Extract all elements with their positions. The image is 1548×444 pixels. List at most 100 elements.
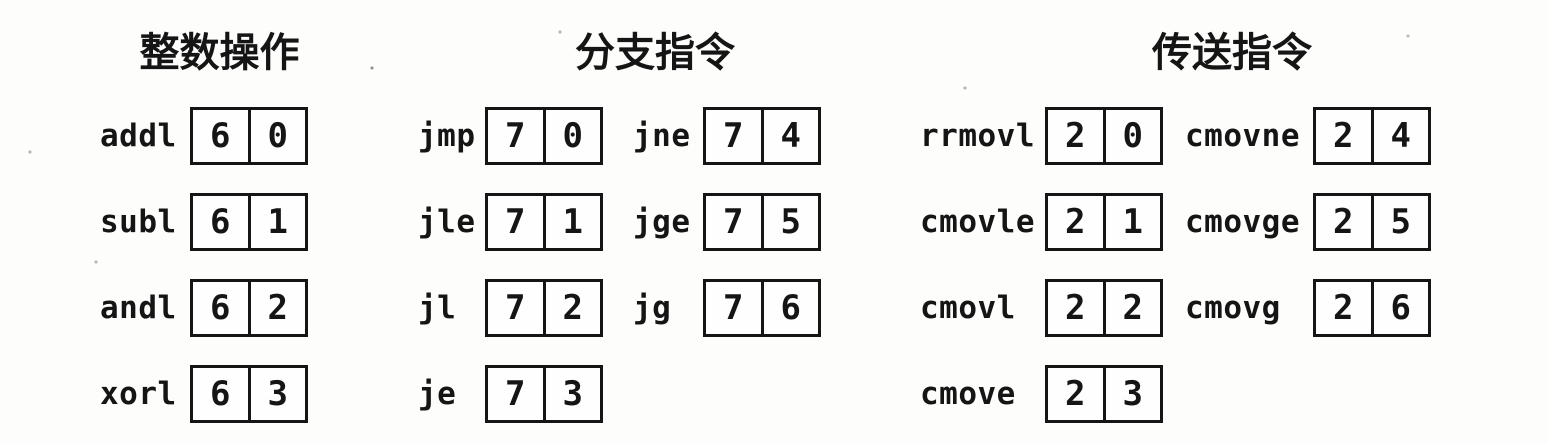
opcode-high-nibble: 7	[723, 116, 744, 156]
instruction-mnemonic: andl	[100, 290, 177, 326]
opcode-low-nibble: 0	[247, 110, 306, 162]
group-title-integer-operations: 整数操作	[139, 30, 300, 76]
instruction-mnemonic: cmovl	[920, 290, 1016, 326]
opcode-high-nibble: 6	[210, 288, 231, 328]
instruction-mnemonic: cmovg	[1185, 290, 1281, 326]
instruction-mnemonic: cmovge	[1185, 204, 1300, 240]
opcode-low-nibble: 3	[247, 368, 306, 420]
group-title-branch-instructions: 分支指令	[575, 30, 735, 76]
opcode-high-nibble: 2	[1065, 202, 1086, 242]
instruction-mnemonic: jg	[633, 290, 672, 326]
opcode-high-nibble: 2	[1065, 288, 1086, 328]
opcode-high-nibble: 6	[210, 202, 231, 242]
instruction-mnemonic: xorl	[100, 376, 177, 412]
opcode-low-nibble: 0	[1102, 110, 1161, 162]
opcode-low-nibble: 4	[1370, 110, 1429, 162]
instruction-mnemonic: cmovne	[1185, 118, 1300, 154]
opcode-high-nibble: 7	[723, 202, 744, 242]
instruction-mnemonic: cmovle	[920, 204, 1035, 240]
opcode-low-nibble: 2	[542, 282, 601, 334]
opcode-high-nibble: 2	[1333, 116, 1354, 156]
opcode-high-nibble: 7	[723, 288, 744, 328]
opcode-low-nibble: 3	[542, 368, 601, 420]
opcode-high-nibble: 2	[1065, 116, 1086, 156]
instruction-mnemonic: je	[418, 376, 457, 412]
opcode-high-nibble: 2	[1333, 288, 1354, 328]
opcode-low-nibble: 5	[760, 196, 819, 248]
opcode-high-nibble: 7	[505, 374, 526, 414]
opcode-high-nibble: 7	[505, 288, 526, 328]
opcode-low-nibble: 0	[542, 110, 601, 162]
instruction-mnemonic: addl	[100, 118, 177, 154]
opcode-low-nibble: 6	[760, 282, 819, 334]
opcode-high-nibble: 2	[1333, 202, 1354, 242]
opcode-low-nibble: 2	[1102, 282, 1161, 334]
instruction-mnemonic: jle	[418, 204, 476, 240]
instruction-mnemonic: subl	[100, 204, 177, 240]
opcode-low-nibble: 1	[247, 196, 306, 248]
opcode-low-nibble: 2	[247, 282, 306, 334]
opcode-low-nibble: 5	[1370, 196, 1429, 248]
opcode-low-nibble: 6	[1370, 282, 1429, 334]
opcode-low-nibble: 1	[542, 196, 601, 248]
instruction-mnemonic: jge	[633, 204, 691, 240]
opcode-high-nibble: 6	[210, 374, 231, 414]
opcode-high-nibble: 7	[505, 116, 526, 156]
instruction-mnemonic: jne	[633, 118, 691, 154]
opcode-low-nibble: 4	[760, 110, 819, 162]
instruction-mnemonic: jmp	[418, 118, 476, 154]
opcode-low-nibble: 3	[1102, 368, 1161, 420]
instruction-mnemonic: cmove	[920, 376, 1016, 412]
instruction-mnemonic: rrmovl	[920, 118, 1035, 154]
opcode-high-nibble: 7	[505, 202, 526, 242]
opcode-high-nibble: 6	[210, 116, 231, 156]
